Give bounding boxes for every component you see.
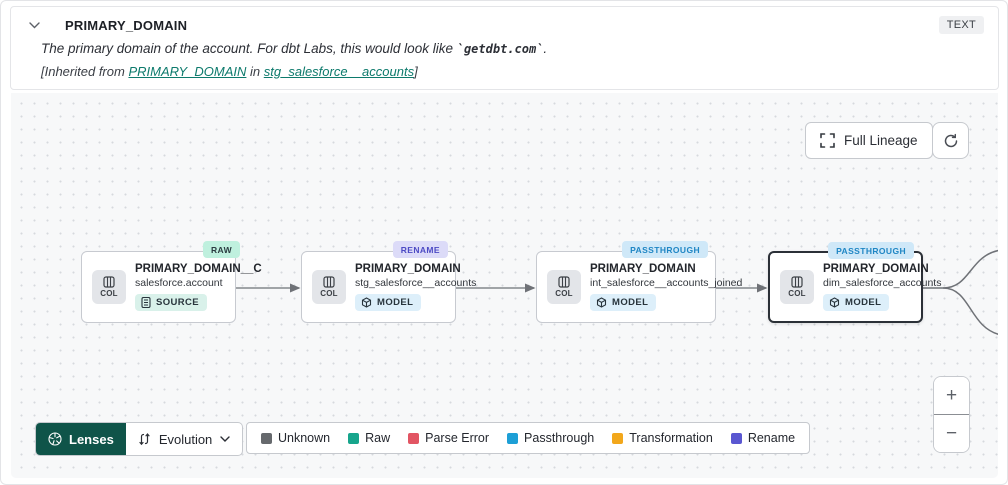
resource-type-badge: MODEL — [590, 294, 657, 311]
zoom-out-button[interactable]: − — [934, 415, 969, 452]
column-description: The primary domain of the account. For d… — [41, 41, 548, 56]
resource-type-badge: MODEL — [355, 294, 422, 311]
node-column-name: PRIMARY_DOMAIN — [355, 263, 461, 275]
column-chip: COL — [780, 270, 814, 304]
node-resource-name: dim_salesforce_accounts — [823, 277, 942, 289]
evolution-legend: Unknown Raw Parse Error Passthrough Tran… — [246, 422, 811, 454]
legend-item: Rename — [730, 431, 795, 445]
column-title: PRIMARY_DOMAIN — [65, 17, 188, 33]
evolution-tag: RAW — [202, 241, 240, 258]
evolution-tag: RENAME — [392, 241, 448, 258]
legend-swatch — [348, 432, 360, 444]
legend-swatch — [507, 432, 519, 444]
evolution-tag: PASSTHROUGH — [622, 241, 708, 258]
lens-dropdown[interactable]: Evolution — [126, 423, 242, 455]
legend-item: Transformation — [612, 431, 713, 445]
legend-item: Raw — [348, 431, 390, 445]
columns-icon — [558, 276, 570, 288]
node-column-name: PRIMARY_DOMAIN__C — [135, 263, 262, 275]
evolution-tag: PASSTHROUGH — [828, 242, 914, 259]
columns-icon — [323, 276, 335, 288]
expand-icon — [820, 133, 835, 148]
lenses-label: Lenses — [69, 431, 114, 447]
full-lineage-button[interactable]: Full Lineage — [805, 122, 933, 159]
lineage-node-source[interactable]: RAW COL PRIMARY_DOMAIN__C salesforce.acc… — [81, 241, 262, 323]
lenses-button[interactable]: Lenses — [36, 423, 126, 455]
lineage-node-intermediate[interactable]: PASSTHROUGH COL PRIMARY_DOMAIN int_sales… — [536, 241, 743, 323]
resource-type-badge: SOURCE — [135, 294, 208, 311]
legend-item: Parse Error — [408, 431, 489, 445]
legend-swatch — [730, 432, 742, 444]
refresh-button[interactable] — [932, 122, 969, 159]
columns-icon — [791, 276, 803, 288]
legend-swatch — [261, 432, 272, 444]
legend-item: Passthrough — [507, 431, 594, 445]
node-column-name: PRIMARY_DOMAIN — [590, 263, 696, 275]
node-resource-name: int_salesforce__accounts_joined — [590, 277, 743, 289]
model-icon — [829, 297, 840, 308]
column-chip: COL — [312, 270, 346, 304]
column-chip: COL — [547, 270, 581, 304]
legend-swatch — [408, 432, 420, 444]
source-icon — [141, 297, 151, 308]
zoom-controls: + − — [933, 376, 970, 453]
lens-aperture-icon — [48, 432, 62, 446]
chevron-down-icon — [220, 436, 230, 442]
full-lineage-label: Full Lineage — [844, 133, 918, 148]
lineage-canvas[interactable]: Full Lineage RAW COL PRIMARY_DOMAIN__C s… — [11, 93, 998, 478]
node-resource-name: salesforce.account — [135, 277, 223, 289]
lineage-node-dim-selected[interactable]: PASSTHROUGH COL PRIMARY_DOMAIN dim_sales… — [768, 242, 942, 323]
collapse-chevron-icon[interactable] — [23, 16, 45, 34]
column-chip: COL — [92, 270, 126, 304]
legend-item: Unknown — [261, 431, 330, 445]
evolution-icon — [139, 433, 150, 446]
inherited-model-link[interactable]: stg_salesforce__accounts — [263, 64, 415, 79]
zoom-in-button[interactable]: + — [934, 377, 969, 415]
node-resource-name: stg_salesforce__accounts — [355, 277, 477, 289]
column-type-badge: TEXT — [938, 16, 984, 34]
refresh-icon — [944, 133, 957, 147]
model-icon — [596, 297, 607, 308]
lineage-node-staging[interactable]: RENAME COL PRIMARY_DOMAIN stg_salesforce… — [301, 241, 477, 323]
column-header-card: PRIMARY_DOMAIN TEXT The primary domain o… — [10, 6, 999, 90]
inherited-column-link[interactable]: PRIMARY_DOMAIN — [128, 64, 247, 79]
model-icon — [361, 297, 372, 308]
inherited-from-line: [Inherited from PRIMARY_DOMAIN in stg_sa… — [41, 64, 418, 79]
legend-swatch — [612, 432, 624, 444]
lenses-control: Lenses Evolution — [36, 423, 243, 455]
lens-selected-value: Evolution — [158, 431, 213, 447]
inline-code: `getdbt.com` — [456, 42, 544, 56]
resource-type-badge: MODEL — [823, 294, 890, 311]
node-column-name: PRIMARY_DOMAIN — [823, 263, 929, 275]
columns-icon — [103, 276, 115, 288]
